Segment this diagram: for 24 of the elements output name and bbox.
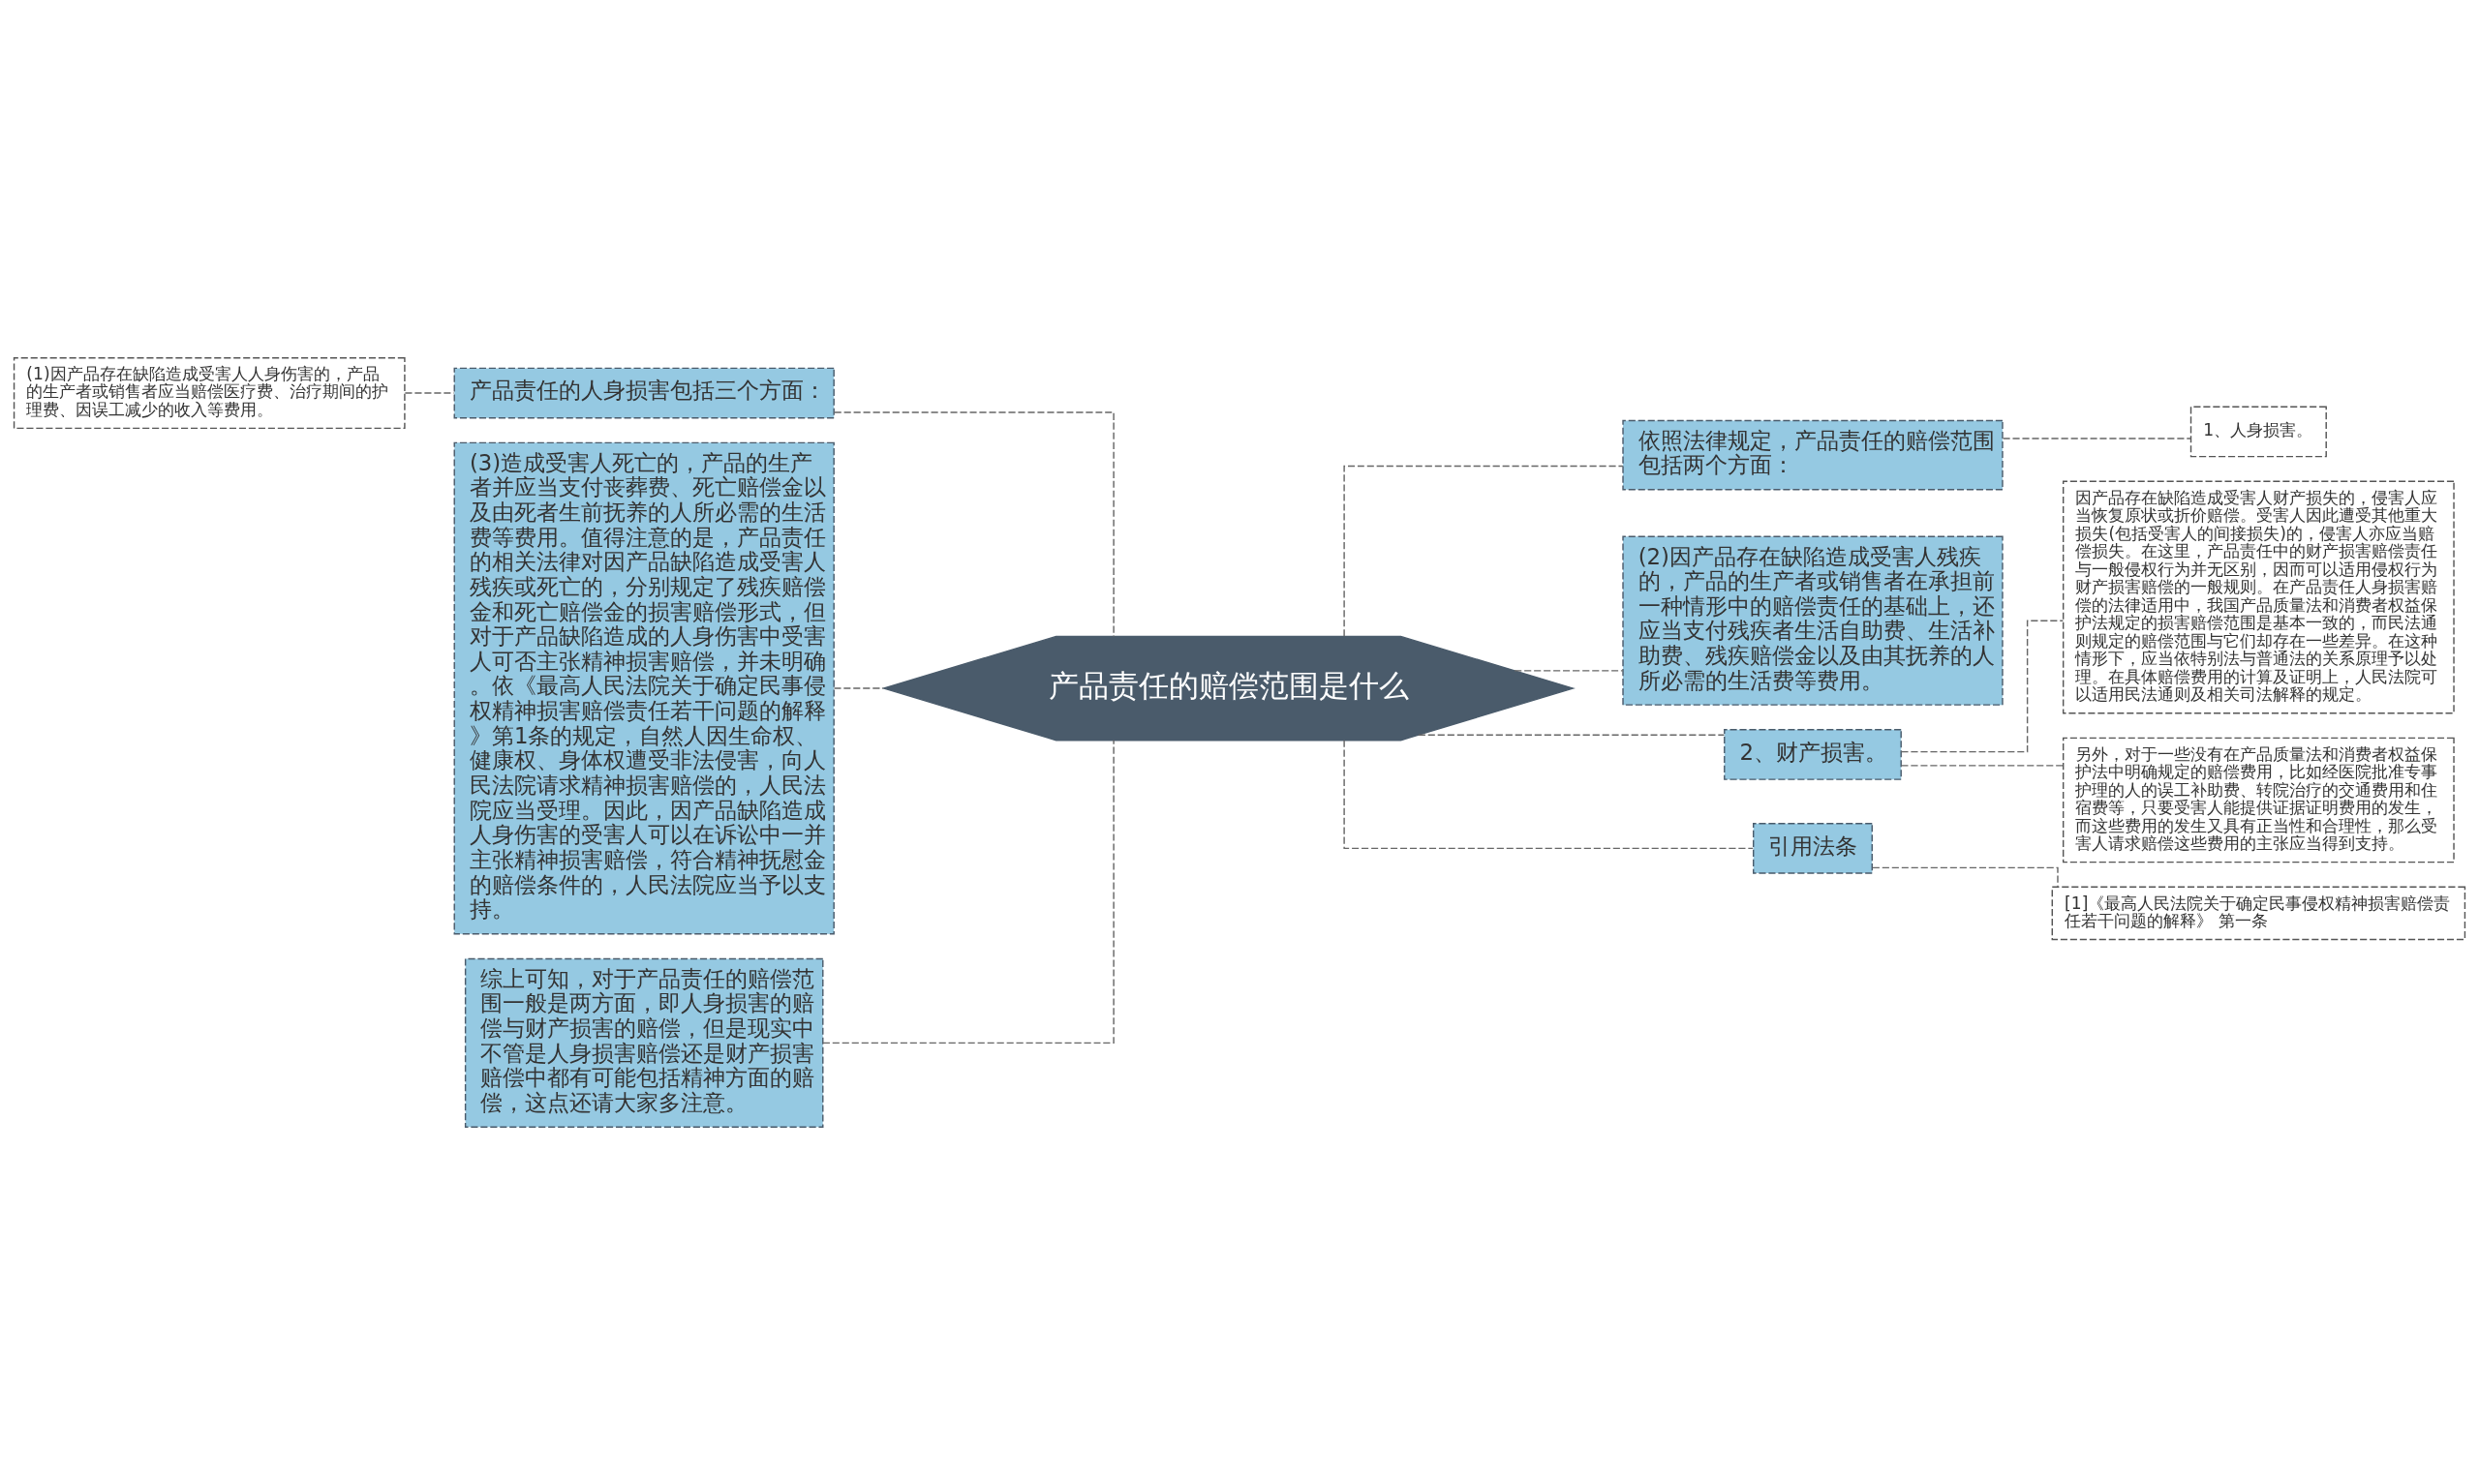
connector — [834, 410, 1115, 637]
node-box: 引用法条 — [1753, 822, 1873, 874]
connector — [822, 739, 1115, 1044]
node-box: 产品责任的人身损害包括三个方面： — [453, 367, 835, 418]
node-box: 综上可知，对于产品责任的赔偿范围一般是两方面，即人身损害的赔偿与财产损害的赔偿，但是现实中不管是人身损害赔偿还是财产损害赔偿中都有可能包括精神方面的赔偿，这点还请大家多注意。 — [464, 957, 824, 1128]
connector — [1872, 866, 2059, 888]
node-box: (2)因产品存在缺陷造成受害人残疾的，产品的生产者或销售者在承担前一种情形中的赔偿责任的基础上，还应当支付残疾者生活自助费、生活补助费、残疾赔偿金以及由其抚养的人所必需的生活费等费用。 — [1622, 535, 2004, 706]
node-box: 依照法律规定，产品责任的赔偿范围包括两个方面： — [1622, 419, 2004, 491]
connector — [2002, 437, 2191, 439]
node-box: [1]《最高人民法院关于确定民事侵权精神损害赔偿责任若干问题的解释》 第一条 — [2051, 886, 2466, 940]
connector — [1418, 734, 1726, 736]
node-box: 2、财产损害。 — [1724, 728, 1902, 780]
connector — [1900, 764, 2065, 767]
connector — [404, 391, 455, 394]
connector — [1343, 739, 1754, 849]
connector — [1514, 669, 1624, 672]
node-box: 1、人身损害。 — [2189, 406, 2327, 457]
connector — [833, 686, 884, 689]
connector — [1343, 465, 1624, 637]
node-box: (1)因产品存在缺陷造成受害人人身伤害的，产品的生产者或销售者应当赔偿医疗费、治疗期间的护理费、因误工减少的收入等费用。 — [13, 356, 406, 429]
node-box: (3)造成受害人死亡的，产品的生产者并应当支付丧葬费、死亡赔偿金以及由死者生前抚养的人所必需的生活费等费用。值得注意的是，产品责任的相关法律对因产品缺陷造成受害人残疾或死亡的，分别规定了残疾赔偿金和死亡赔偿金的损害赔偿形式，但对于产品缺陷造成的人身伤害中受害人可否主张精神损害赔偿，并未明确。依《最高人民法院关于确定民事侵权精神损害赔偿责任若干问题的解释》第1条的规定，自然人因生命权、健康权、身体权遭受非法侵害，向人民法院请求精神损害赔偿的，人民法院应当受理。因此，因产品缺陷造成人身伤害的受害人可以在诉讼中一并主张精神损害赔偿，符合精神抚慰金的赔偿条件的，人民法院应当予以支持。 — [453, 441, 835, 934]
node-box: 另外，对于一些没有在产品质量法和消费者权益保护法中明确规定的赔偿费用，比如经医院批准专事护理的人的误工补助费、转院治疗的交通费用和住宿费等，只要受害人能提供证据证明费用的发生，而这些费用的发生又具有正当性和合理性，那么受害人请求赔偿这些费用的主张应当得到支持。 — [2062, 737, 2455, 863]
node-box: 因产品存在缺陷造成受害人财产损失的，侵害人应当恢复原状或折价赔偿。受害人因此遭受其他重大损失(包括受害人的间接损失)的，侵害人亦应当赔偿损失。在这里，产品责任中的财产损害赔偿责任与一般侵权行为并无区别，因而可以适用侵权行为财产损害赔偿的一般规则。在产品责任人身损害赔偿的法律适用中，我国产品质量法和消费者权益保护法规定的损害赔偿范围是基本一致的，而民法通则规定的赔偿范围与它们却存在一些差异。在这种情形下，应当依特别法与普通法的关系原理予以处理。在具体赔偿费用的计算及证明上，人民法院可以适用民法通则及相关司法解释的规定。 — [2062, 480, 2455, 713]
connector — [1900, 620, 2065, 752]
